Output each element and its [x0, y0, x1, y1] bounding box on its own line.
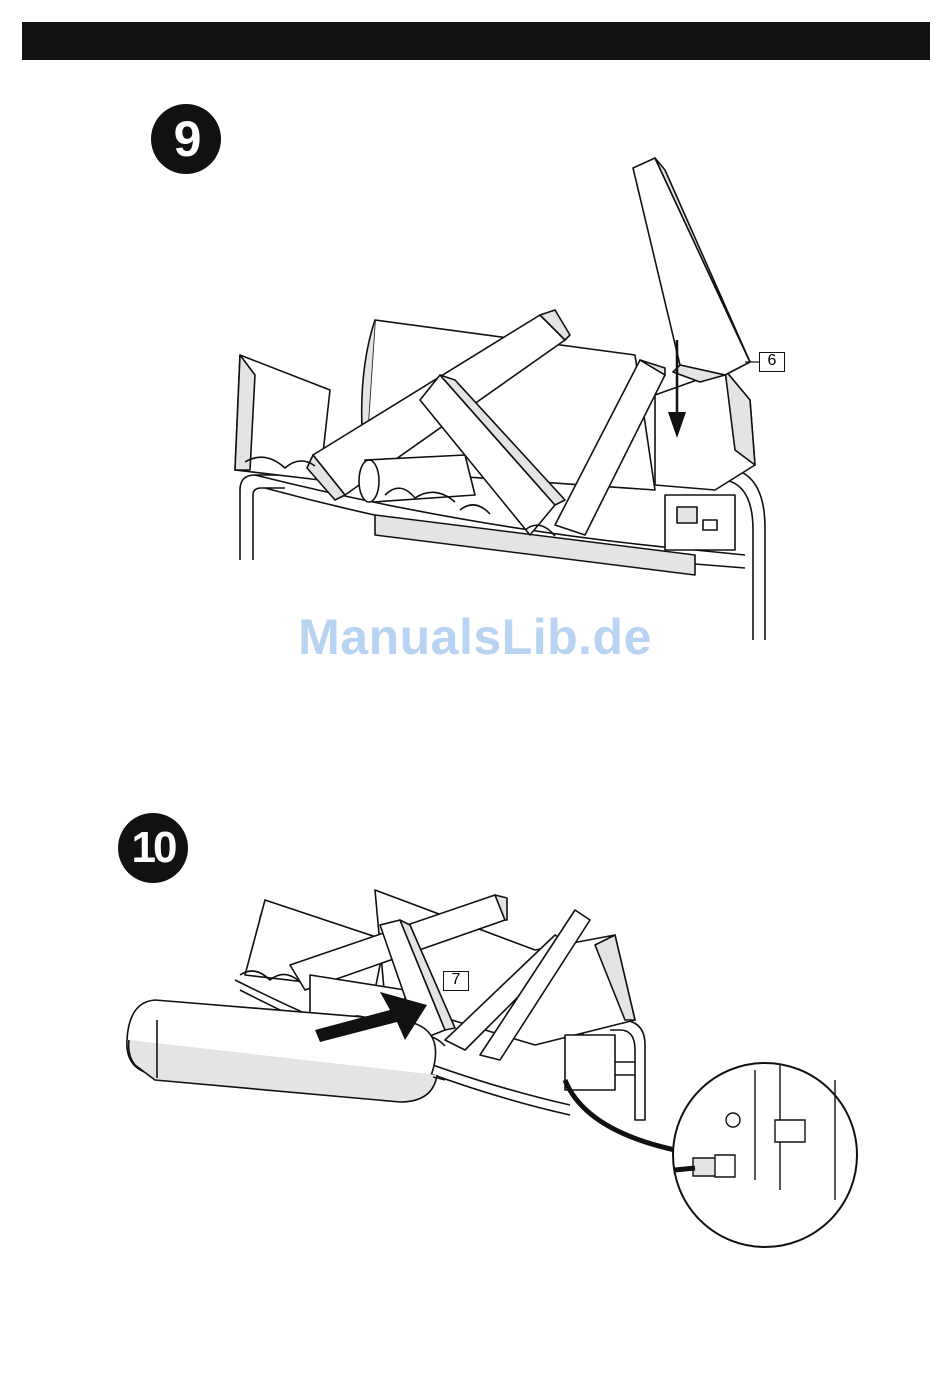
part-6-callout: 6: [759, 352, 785, 372]
step-9-number: 9: [174, 110, 199, 168]
step-9-illustration: [225, 150, 785, 650]
part-7-callout: 7: [443, 971, 469, 991]
part-7-label: 7: [452, 971, 461, 988]
step-10-badge: 10: [120, 815, 186, 881]
step-9-badge: 9: [153, 106, 219, 172]
watermark: ManualsLib.de: [0, 608, 950, 666]
step-10-number: 10: [132, 823, 175, 873]
part-6-label: 6: [768, 352, 777, 369]
step-10-illustration: [115, 880, 865, 1250]
header-bar: [22, 22, 930, 60]
